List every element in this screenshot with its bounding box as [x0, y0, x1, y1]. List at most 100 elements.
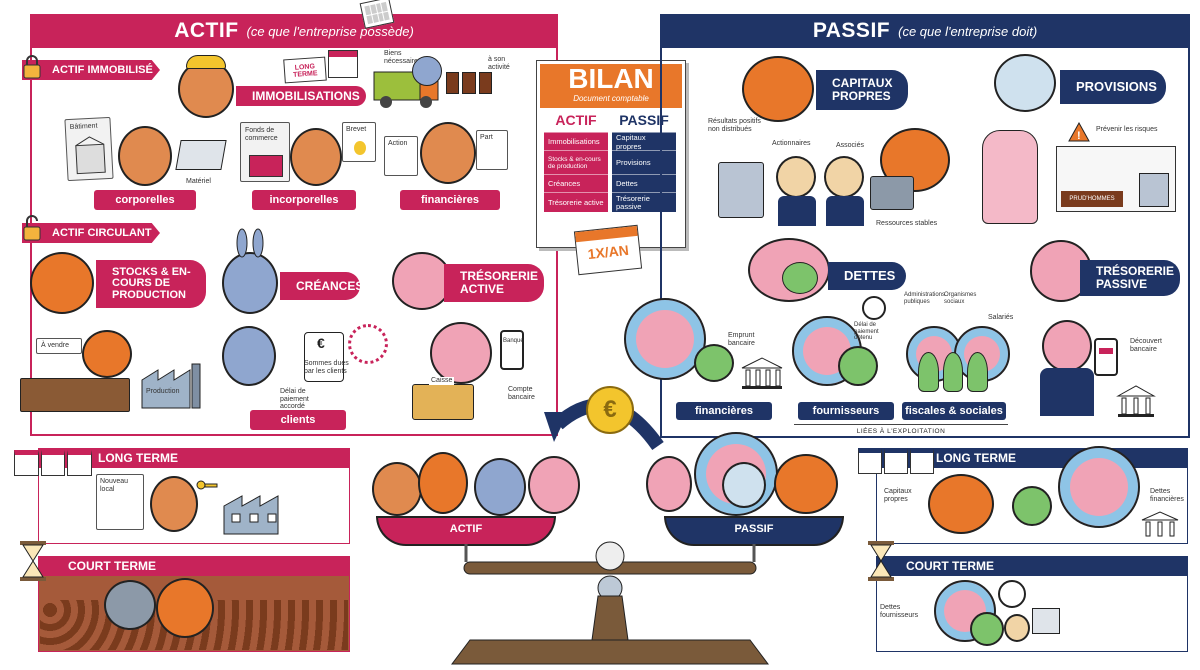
- unlocked-padlock-icon: [22, 214, 42, 242]
- banque-note: Banque: [503, 338, 524, 344]
- associes-note: Associés: [836, 142, 865, 149]
- fiscales-sociales-text: fiscales & sociales: [905, 405, 1003, 417]
- delai-paiement-note: Délai de paiement accordé: [280, 388, 309, 411]
- immobilisations-text: IMMOBILISATIONS: [252, 88, 360, 103]
- part-card: Part: [476, 130, 508, 170]
- left-court-terme-header: COURT TERME: [38, 556, 350, 576]
- tresorerie-active-text: TRÉSORERIE ACTIVE: [460, 269, 539, 296]
- provisions-label: PROVISIONS: [1060, 70, 1166, 104]
- capitaux-propres-note: Capitaux propres: [884, 488, 912, 503]
- spiral-money-icon: [348, 324, 388, 364]
- pig-banker-character: [430, 322, 492, 384]
- turtle-right-character: [1012, 486, 1052, 526]
- bilan-actif-column: ACTIF Immobilisations Stocks & en-cours …: [544, 112, 608, 212]
- right-court-terme-header: COURT TERME: [876, 556, 1188, 576]
- investor-man-character: [824, 156, 864, 198]
- a-vendre-sign: À vendre: [36, 338, 82, 354]
- passif-header: PASSIF (ce que l'entreprise doit): [660, 14, 1190, 48]
- rabbit-running-character: [222, 326, 276, 386]
- market-stall-illustration: [20, 378, 130, 412]
- dettes-financieres-note: Dettes financières: [1150, 488, 1184, 503]
- bilan-actif-row: Stocks & en-cours de production: [544, 150, 608, 174]
- fournisseurs-label: fournisseurs: [798, 402, 894, 420]
- balance-scale: [450, 540, 770, 670]
- bilan-passif-row: Provisions: [612, 150, 676, 174]
- left-long-terme-header: LONG TERME: [38, 448, 350, 468]
- bilan-actif-row: Trésorerie active: [544, 192, 608, 212]
- key-icon: [196, 478, 218, 490]
- capitaux-propres-label: CAPITAUX PROPRES: [816, 70, 908, 110]
- passif-title: PASSIF: [812, 19, 891, 42]
- lion-character: [742, 56, 814, 122]
- smartphone-icon: Banque: [500, 330, 524, 370]
- bilan-passif-column: PASSIF Capitaux propres Provisions Dette…: [612, 112, 676, 212]
- svg-text:!: !: [1077, 130, 1081, 142]
- calendars-icon: [14, 450, 93, 476]
- worker-character: [1004, 614, 1030, 642]
- rabbit-ears: [232, 228, 268, 258]
- money-bag-icon: €: [304, 332, 344, 382]
- administrations-note: Administrations publiques: [904, 292, 946, 305]
- tresorerie-passive-text: TRÉSORERIE PASSIVE: [1096, 264, 1175, 291]
- brevet-note: Brevet: [346, 126, 367, 133]
- nouveau-local-card: Nouveau local: [96, 474, 144, 530]
- squirrel-scale-character: [418, 452, 468, 514]
- actif-immobilise-label: ACTIF IMMOBILISÉ: [52, 64, 153, 76]
- investor-man-body: [826, 196, 864, 226]
- production-note: Production: [146, 388, 180, 395]
- frequency-calendar-icon: 1X/AN: [573, 224, 643, 276]
- laptop-icon: [175, 140, 227, 170]
- brevet-card: Brevet: [342, 122, 376, 162]
- clock-icon: [998, 580, 1026, 608]
- factory-illustration: Production: [140, 360, 206, 410]
- investor-woman-character: [776, 156, 816, 198]
- fiscales-sociales-label: fiscales & sociales: [902, 402, 1006, 420]
- resultats-note: Résultats positifs non distribués: [708, 118, 761, 133]
- nouveau-local-note: Nouveau local: [100, 478, 129, 493]
- provisions-text: PROVISIONS: [1076, 79, 1157, 95]
- pig-debtor-character: [1042, 320, 1092, 372]
- frequency-label: 1X/AN: [586, 241, 630, 263]
- bilan-title-block: BILAN Document comptable: [540, 64, 682, 108]
- immobilisations-label: IMMOBILISATIONS: [236, 86, 366, 106]
- hourglass-right-icon: [866, 540, 896, 582]
- rabbit-scale-character: [474, 458, 526, 516]
- creances-label: CRÉANCES: [280, 272, 363, 300]
- clients-label: clients: [250, 410, 346, 430]
- actif-title: ACTIF: [174, 19, 239, 42]
- hard-hat-icon: [186, 55, 226, 69]
- beaver-key-character: [150, 476, 198, 532]
- scale-passif-label: PASSIF: [734, 523, 774, 535]
- incorporelles-text: incorporelles: [269, 194, 339, 206]
- computer-icon: [1032, 608, 1060, 634]
- delai-fournisseurs-note: Délai de paiement obtenu: [854, 322, 879, 342]
- beaver-incorporelles-character: [290, 128, 342, 186]
- actif-immobilise-tag: ACTIF IMMOBILISÉ: [22, 60, 160, 80]
- bilan-passif-row: Capitaux propres: [612, 132, 676, 151]
- bilan-title: BILAN: [568, 63, 654, 94]
- turtle-court-character: [970, 612, 1004, 646]
- bilan-actif-row: Créances: [544, 174, 608, 192]
- turtle-head: [782, 262, 818, 294]
- cat-character: [412, 56, 442, 86]
- bilan-subtitle: Document comptable: [573, 94, 649, 103]
- financieres-label: financières: [400, 190, 500, 210]
- incorporelles-label: incorporelles: [252, 190, 356, 210]
- decouvert-note: Découvert bancaire: [1130, 338, 1162, 353]
- financieres-dettes-label: financières: [676, 402, 772, 420]
- corporelles-label: corporelles: [94, 190, 196, 210]
- pelican-body: [982, 130, 1038, 224]
- actif-subtitle: (ce que l'entreprise possède): [246, 23, 414, 39]
- bank-right-icon: [1140, 510, 1180, 540]
- right-court-terme-text: COURT TERME: [906, 559, 994, 573]
- prevenir-risques-note: Prévenir les risques: [1096, 126, 1158, 133]
- actif-header: ACTIF (ce que l'entreprise possède): [30, 14, 558, 48]
- right-long-terme-text: LONG TERME: [936, 451, 1016, 465]
- corporelles-text: corporelles: [115, 194, 175, 206]
- capitaux-propres-text: CAPITAUX PROPRES: [832, 76, 893, 103]
- stopwatch-icon: [862, 296, 886, 320]
- bank-passive-icon: [1116, 384, 1156, 418]
- part-note: Part: [480, 134, 493, 141]
- bilan-actif-head: ACTIF: [555, 112, 597, 128]
- beaver-scale-character: [372, 462, 422, 516]
